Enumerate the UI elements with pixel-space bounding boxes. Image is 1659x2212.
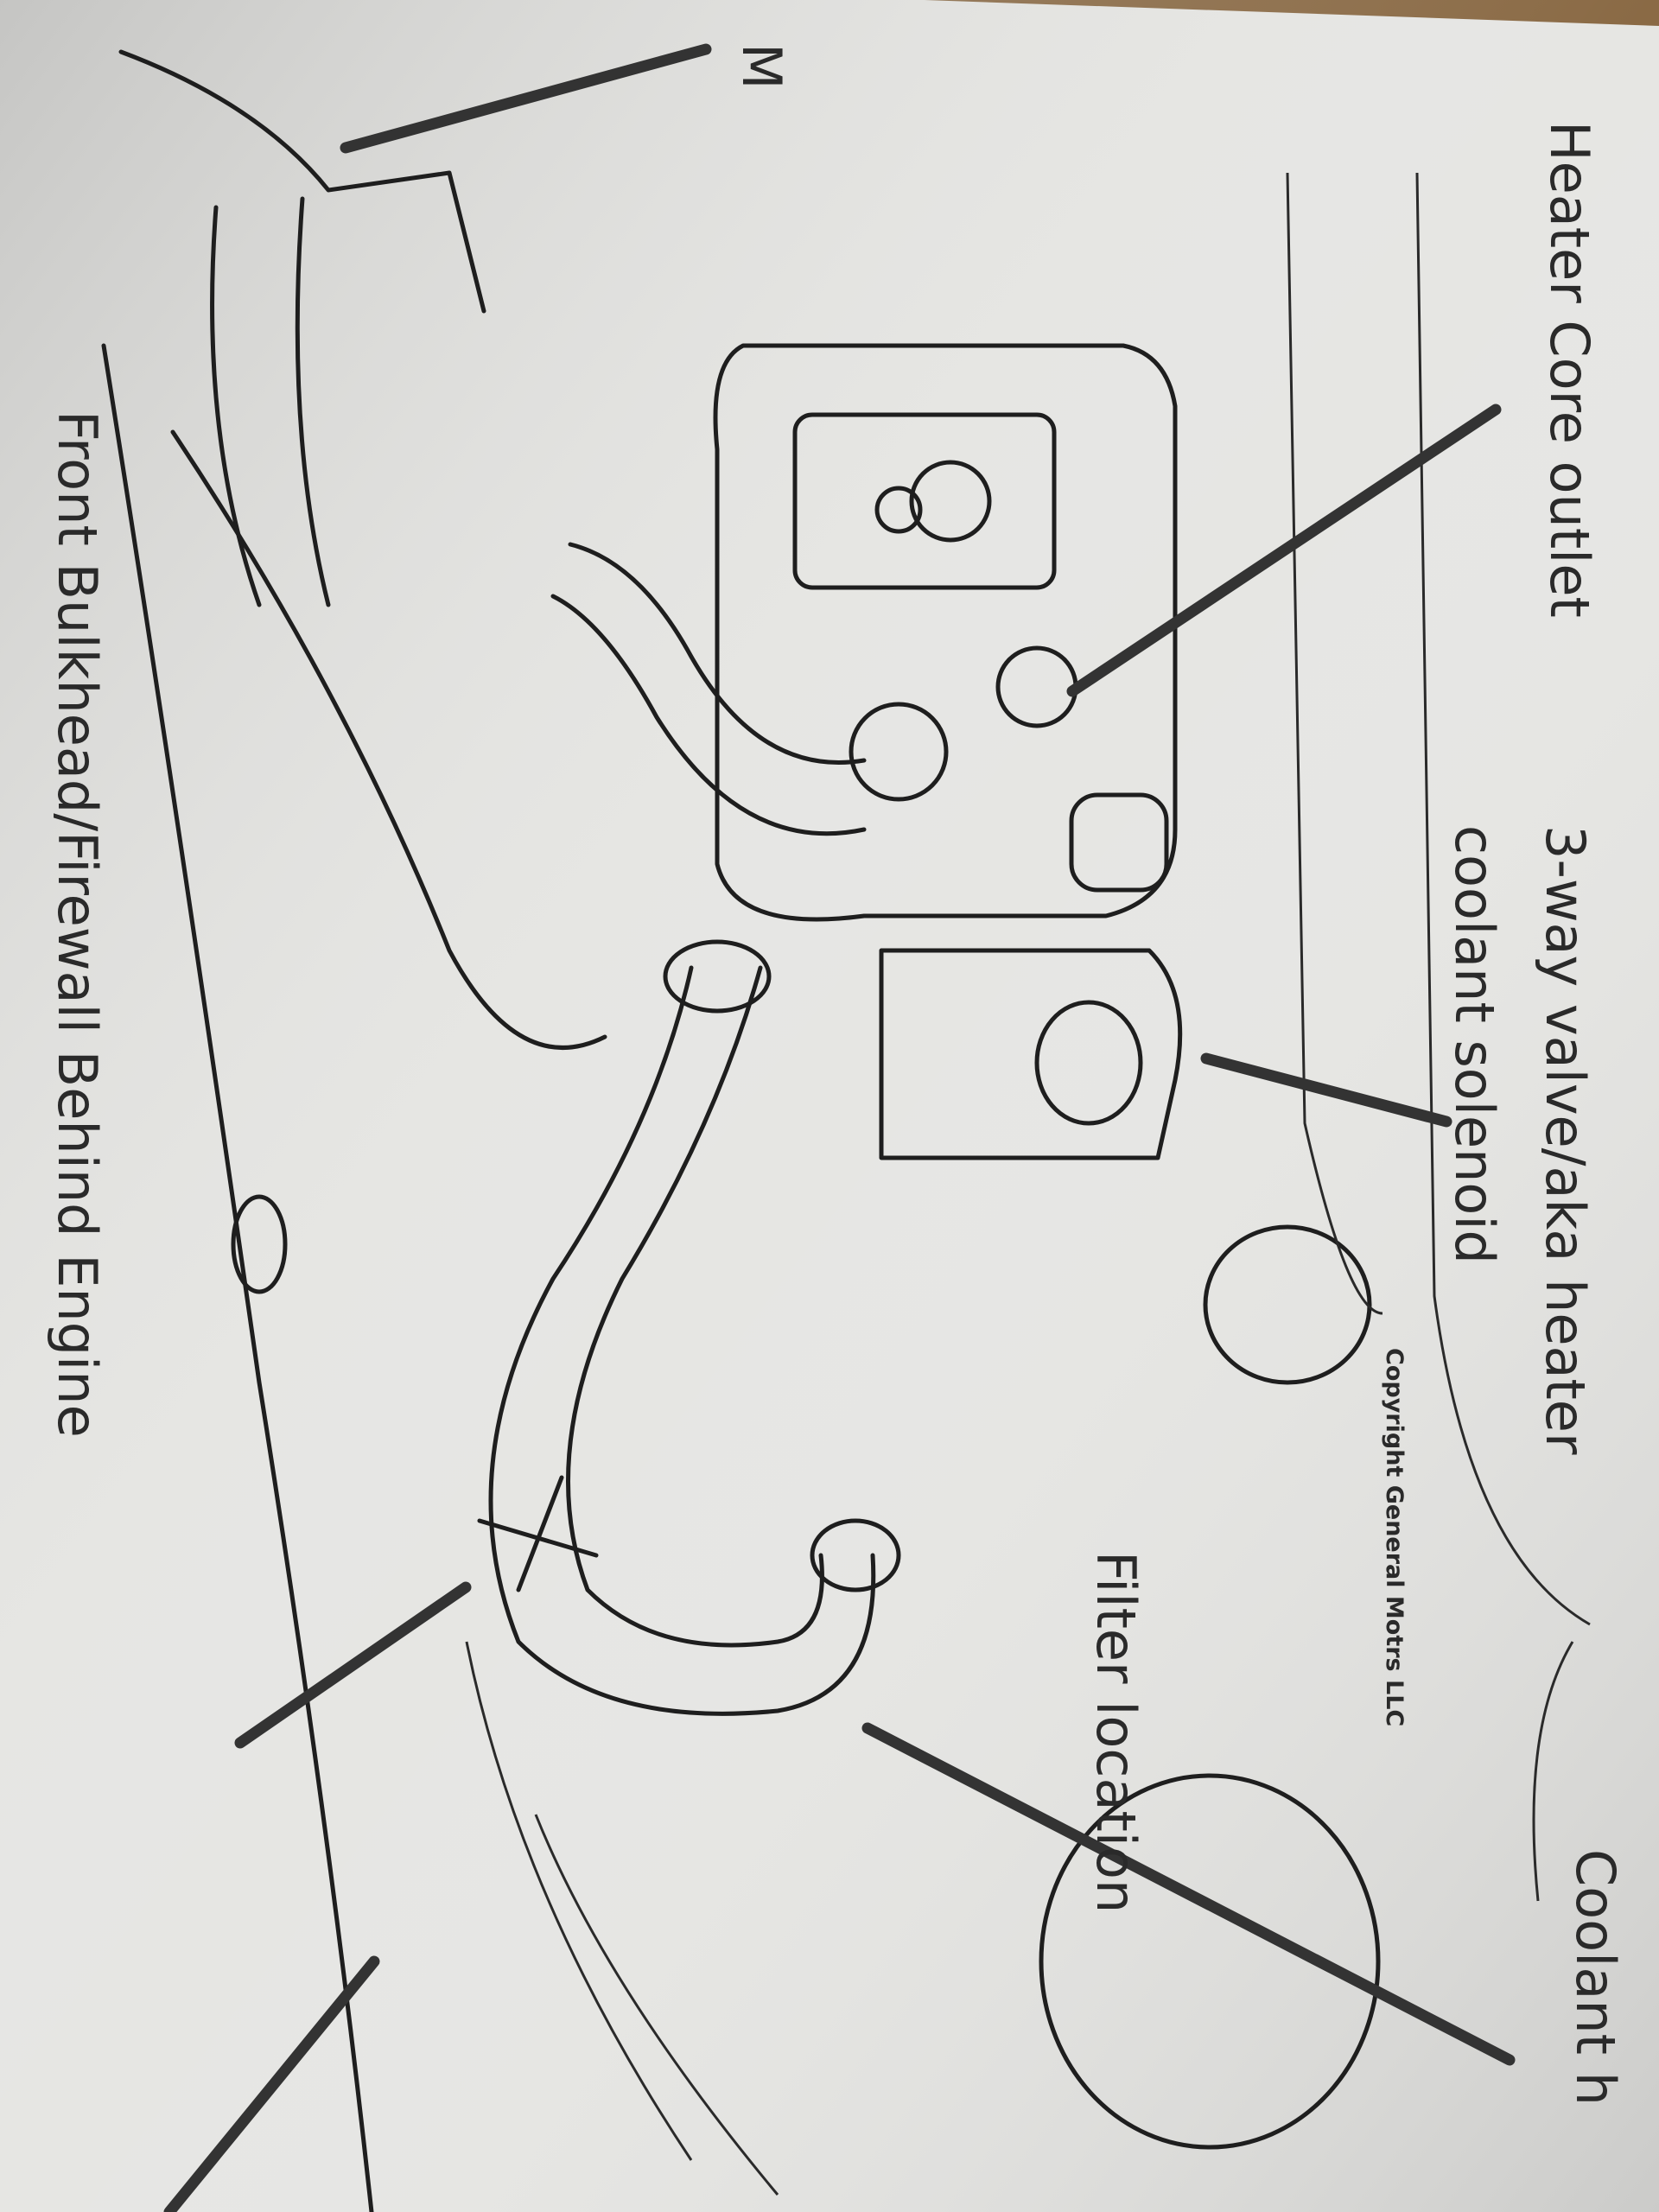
port-circle (874, 486, 923, 534)
pointer-coolant (861, 1722, 1516, 2066)
pointer-3-way-valve (1200, 1052, 1452, 1128)
body-panel-line (1415, 172, 1591, 1626)
hose-clamp (663, 939, 772, 1014)
pointer-m (340, 43, 712, 154)
firewall-edge (101, 343, 374, 2212)
pointer-lines (163, 43, 1516, 2212)
bulkhead-lines (465, 1641, 779, 2196)
label-coolant-solenoid: coolant solenoid (1443, 825, 1506, 1264)
label-3-way-valve: 3-way valve/aka heater (1534, 825, 1597, 1455)
body-hole (1203, 1224, 1372, 1385)
pointer-firewall (163, 1955, 380, 2212)
valve-cap (1069, 792, 1169, 893)
body-hole (1039, 1773, 1381, 2150)
label-firewall: Front Bulkhead/Firewall Behind Engine (46, 410, 109, 1438)
copyright-notice: Copyright General Motrs LLC (1381, 1348, 1408, 1726)
firewall-edge (170, 429, 607, 1050)
engine-bay-linework (101, 49, 1591, 2212)
body-panel-line (1532, 1641, 1574, 1902)
return-hose (566, 965, 824, 1648)
pointer-filter (234, 1581, 472, 1749)
x-mark (477, 1475, 599, 1592)
return-hose (488, 965, 876, 1716)
body-hole (231, 1194, 288, 1294)
body-panel-line (1286, 172, 1383, 1315)
port-circle (909, 460, 992, 543)
label-coolant-cut: Coolant h (1564, 1849, 1627, 2106)
valve-solenoid (1034, 1000, 1143, 1126)
heater-hose (568, 542, 867, 765)
pointer-heater-core-outlet (1066, 404, 1502, 697)
valve-body (879, 948, 1183, 1160)
bracket (118, 49, 486, 314)
hose-left (210, 196, 331, 607)
heater-core-plate (792, 412, 1057, 590)
inlet-port (849, 702, 949, 802)
hose-clamp (810, 1518, 901, 1592)
label-filter-location: Filter location (1084, 1551, 1147, 1913)
heater-hose (550, 594, 867, 836)
heater-box-outline (713, 343, 1178, 922)
label-m: M (730, 43, 793, 90)
label-heater-core-outlet: Heater Core outlet (1538, 121, 1601, 618)
